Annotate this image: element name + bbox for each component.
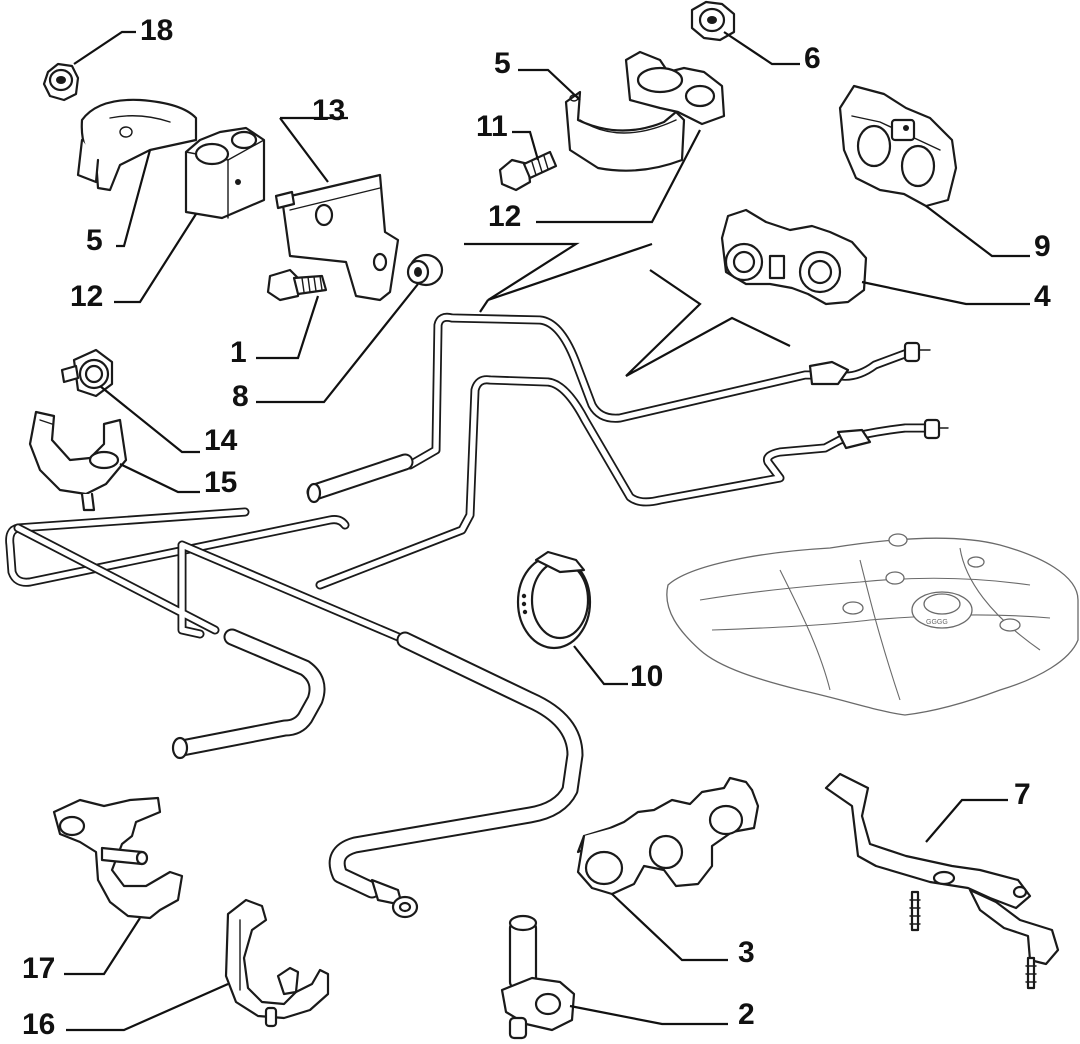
svg-text:16: 16 (22, 1008, 55, 1041)
callout-6: 6 (723, 31, 821, 75)
svg-text:4: 4 (1034, 280, 1051, 313)
part-1-bolt (266, 268, 328, 302)
svg-text:18: 18 (140, 14, 173, 47)
callout-7: 7 (925, 778, 1031, 843)
svg-text:12: 12 (70, 280, 103, 313)
vent-frame (5, 507, 584, 919)
callout-13: 13 (279, 94, 348, 183)
svg-text:14: 14 (204, 424, 238, 457)
part-14-clip (60, 348, 114, 398)
vent-hose-right (328, 631, 584, 899)
svg-text:5: 5 (86, 224, 103, 257)
svg-text:10: 10 (630, 660, 663, 693)
callout-16: 16 (22, 982, 229, 1041)
part-7-bracket (824, 772, 1060, 990)
fuel-pipes (306, 312, 949, 590)
svg-text:9: 9 (1034, 230, 1051, 263)
part-4-double-clip (720, 208, 868, 306)
svg-text:11: 11 (476, 110, 508, 143)
callout-9: 9 (925, 205, 1051, 263)
pipe-pointer-left (464, 242, 653, 313)
svg-text:12: 12 (488, 200, 521, 233)
callout-2: 2 (569, 998, 755, 1031)
svg-text:8: 8 (232, 380, 249, 413)
part-9-clamp (838, 84, 958, 208)
callout-18: 18 (73, 14, 173, 65)
callout-5-top: 5 (494, 47, 581, 101)
hose-end-left (306, 453, 414, 504)
svg-text:6: 6 (804, 42, 821, 75)
pipe-end-fitting-upper (808, 341, 931, 386)
tank-marking: GGGG (926, 619, 948, 626)
part-5-clamp-left (76, 98, 198, 192)
svg-text:1: 1 (230, 336, 247, 369)
part-12-clamp-top (624, 50, 726, 126)
pipe-end-fitting-lower (836, 418, 949, 450)
svg-text:3: 3 (738, 936, 755, 969)
svg-text:15: 15 (204, 466, 237, 499)
part-18-nut (42, 62, 80, 102)
part-16-clip (224, 898, 330, 1028)
fuel-tank-ghost: GGGG (666, 533, 1079, 716)
part-5-clamp-top (564, 90, 686, 172)
callout-3: 3 (611, 893, 755, 969)
callouts: 18 5 12 13 1 8 14 15 (22, 14, 1051, 1041)
callout-12-top: 12 (488, 129, 701, 233)
callout-15: 15 (119, 463, 237, 499)
callout-8: 8 (232, 283, 419, 413)
part-17-connector-clamp (52, 796, 184, 920)
callout-12-left: 12 (70, 213, 197, 313)
svg-text:7: 7 (1014, 778, 1031, 811)
callout-4: 4 (861, 280, 1051, 313)
callout-10: 10 (573, 645, 663, 693)
callout-1: 1 (230, 295, 320, 369)
svg-text:GGGG: GGGG (926, 619, 948, 626)
svg-text:13: 13 (312, 94, 345, 127)
fuel-pipe-upper (405, 312, 915, 470)
vent-hose-left (171, 628, 326, 760)
svg-text:5: 5 (494, 47, 511, 80)
svg-text:2: 2 (738, 998, 755, 1031)
part-3-multi-clip (576, 776, 760, 896)
part-8-bushing (406, 253, 444, 287)
part-11-bolt (498, 150, 558, 192)
callout-17: 17 (22, 917, 141, 985)
svg-text:17: 17 (22, 952, 55, 985)
part-15-clamp (28, 410, 128, 512)
part-12-clamp-left (184, 126, 266, 220)
part-2-connector (500, 914, 576, 1040)
part-13-bracket (274, 173, 400, 302)
vent-pipe-end-fitting (370, 878, 419, 919)
callout-11: 11 (476, 110, 540, 161)
callout-14: 14 (99, 385, 238, 457)
callout-5-left: 5 (86, 149, 152, 257)
pipe-pointer-right (625, 269, 791, 377)
part-10-hose-clamp (516, 550, 592, 650)
part-6-nut (690, 0, 736, 42)
